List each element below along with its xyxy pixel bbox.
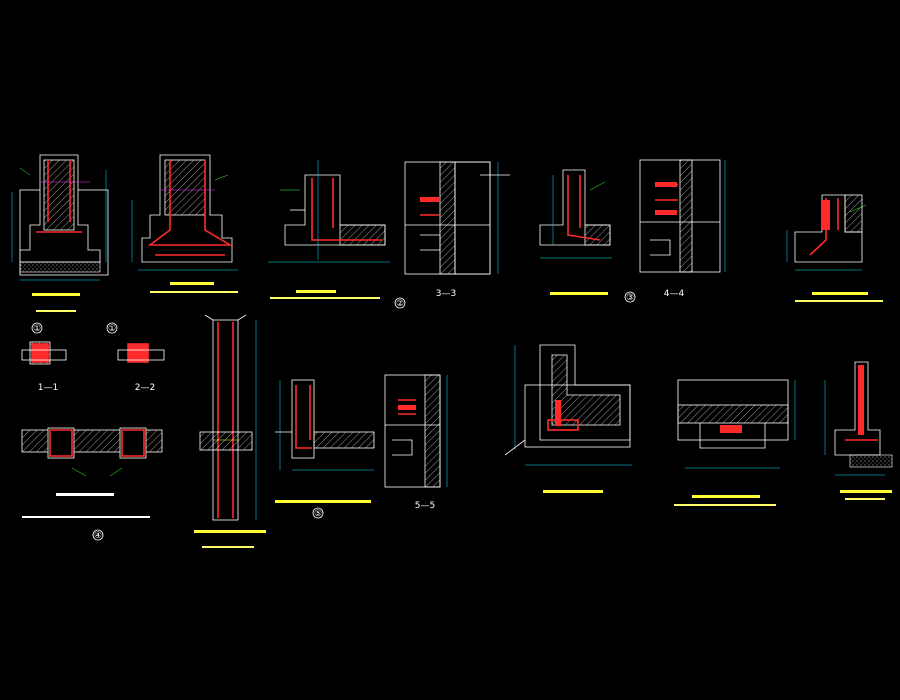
section-3-3-label: 3—3 — [436, 289, 456, 299]
caption-l — [543, 490, 603, 493]
detail-section-5-5: 5—5 — [384, 374, 448, 511]
caption-b — [170, 282, 214, 285]
caption-a — [32, 293, 80, 296]
detail-section-4-4: 4—4 — [639, 159, 726, 299]
subcaption-m — [674, 504, 776, 506]
detail-number-5-label: ⑤ — [314, 509, 322, 519]
detail-wall-section-bottom — [824, 361, 893, 500]
section-2-2-label: 2—2 — [135, 383, 155, 393]
mark-1-top: ① — [33, 324, 41, 334]
caption-m — [692, 495, 760, 498]
caption-h — [56, 493, 114, 496]
detail-sections-1-2: ① 1—1 ① 2—2 ④ — [21, 322, 165, 541]
subcaption-n — [845, 498, 885, 500]
subcaption-c — [270, 297, 380, 299]
subcaption-h — [22, 516, 150, 518]
detail-number-3-label: ③ — [626, 293, 634, 303]
detail-slab-edge: ② — [268, 160, 406, 309]
detail-column-elevation — [194, 314, 266, 548]
mark-1-top-b: ① — [108, 324, 116, 334]
detail-lower-slab: ⑤ — [275, 379, 375, 519]
detail-wall-corner-top — [786, 194, 883, 302]
detail-number-2 — [394, 297, 406, 309]
detail-column-foundation: ③ — [539, 169, 636, 303]
subcaption-a — [36, 310, 76, 312]
caption-g — [812, 292, 868, 295]
subcaption-g — [795, 300, 883, 302]
subcaption-b — [150, 291, 238, 293]
detail-stepped-foundation — [131, 154, 238, 293]
caption-c — [296, 290, 336, 293]
caption-e — [550, 292, 608, 295]
subcaption-i — [202, 546, 254, 548]
caption-n — [840, 490, 892, 493]
detail-number-4-label: ④ — [94, 531, 102, 541]
section-5-5-label: 5—5 — [415, 501, 435, 511]
detail-number-2-label: ② — [396, 299, 404, 309]
section-1-1-label: 1—1 — [38, 383, 58, 393]
detail-wall-footing — [11, 154, 109, 312]
detail-section-3-3: 3—3 — [404, 161, 510, 299]
detail-middle-slab-plan — [674, 379, 796, 506]
detail-corner-plan — [504, 344, 632, 493]
caption-j — [275, 500, 371, 503]
caption-i — [194, 530, 266, 533]
section-4-4-label: 4—4 — [664, 289, 685, 299]
detail-number-3 — [624, 291, 636, 303]
